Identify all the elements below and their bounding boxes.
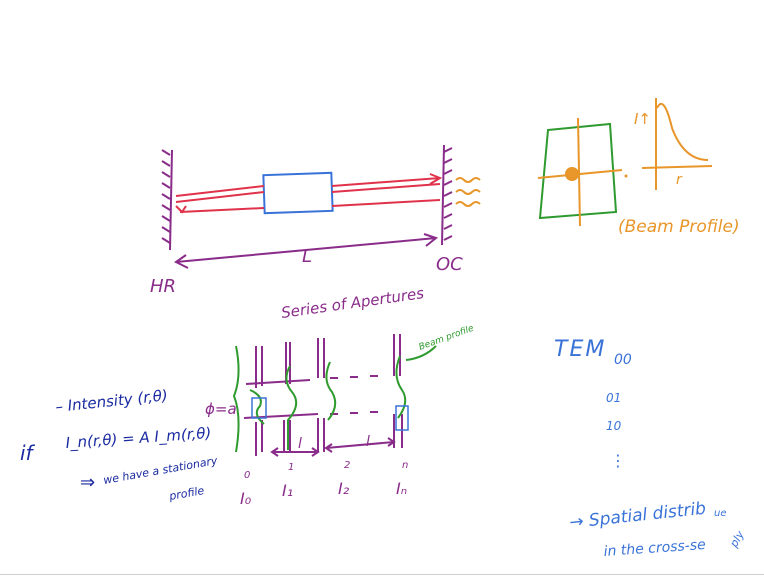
spatial-distribution-sup: ue: [714, 508, 727, 519]
laser-cavity-diagram: L HR OC: [150, 144, 481, 297]
beam-cross-section: [537, 117, 628, 227]
hr-label: HR: [150, 276, 176, 297]
spacing-label-2: l: [366, 434, 370, 450]
stationary-note-line2: profile: [167, 484, 205, 503]
intensity-note: – Intensity (r,θ): [55, 386, 169, 416]
aperture-bracket: [232, 345, 240, 453]
aperture-index-2: 2: [344, 460, 350, 471]
radius-axis: [641, 165, 713, 169]
laser-beams: [175, 173, 443, 214]
profile-curve: [656, 103, 709, 161]
intensity-I0: I₀: [240, 489, 252, 508]
intensity-I1: I₁: [282, 481, 293, 500]
oc-label: OC: [436, 254, 463, 275]
beam-profile-label: (Beam Profile): [618, 217, 740, 237]
intensity-I2: I₂: [338, 479, 350, 498]
implies-arrow: ⇒: [80, 472, 95, 493]
cavity-length-arrow: [174, 233, 439, 269]
intensity-axis-label: I↑: [634, 110, 651, 128]
output-emission-wiggles: [455, 177, 481, 207]
tem-mode-00: 00: [614, 352, 632, 368]
beam-profile-plot: [641, 98, 713, 190]
spatial-distribution-end: ply: [727, 528, 747, 550]
stationary-equation: I_n(r,θ) = A I_m(r,θ): [65, 424, 212, 453]
intensity-In: Iₙ: [396, 479, 407, 498]
bottom-divider: [0, 574, 764, 575]
cross-section-frame: [538, 122, 618, 220]
tem-mode-10: 10: [606, 419, 622, 433]
beam-profile-note: Beam profile: [418, 324, 476, 353]
aperture-2: [317, 338, 325, 452]
oc-mirror: [441, 144, 453, 246]
beam-spot: [565, 167, 579, 181]
aperture-index-n: n: [402, 460, 408, 471]
tem-label: TEM: [554, 337, 606, 362]
tem-mode-01: 01: [606, 391, 621, 405]
aperture-index-0: 0: [244, 470, 250, 481]
length-label: L: [302, 246, 312, 267]
apertures: [255, 334, 403, 456]
aperture-series-diagram: [232, 334, 437, 457]
aperture-n: [393, 334, 403, 448]
series-of-apertures-label: Series of Apertures: [280, 284, 425, 322]
radius-axis-label: r: [676, 172, 683, 188]
hr-mirror: [161, 149, 173, 251]
if-label: if: [20, 441, 36, 465]
aperture-0: [255, 346, 263, 456]
aperture-1: [283, 342, 291, 452]
tem-mode-dots: ⋮: [610, 451, 626, 470]
spatial-distribution-line2: in the cross-se: [603, 537, 706, 560]
aperture-diameter-label: ϕ=a: [205, 400, 237, 418]
aperture-index-1: 1: [288, 462, 294, 473]
gain-medium-box: [262, 171, 334, 215]
tem-modes-list: TEM 00 01 10 ⋮: [554, 337, 632, 470]
spatial-distribution-line1: → Spatial distrib: [568, 499, 706, 533]
aperture-spacing-arrows: [270, 437, 396, 457]
spacing-label-1: l: [298, 436, 302, 452]
stationary-note-line1: we have a stationary: [102, 454, 219, 487]
